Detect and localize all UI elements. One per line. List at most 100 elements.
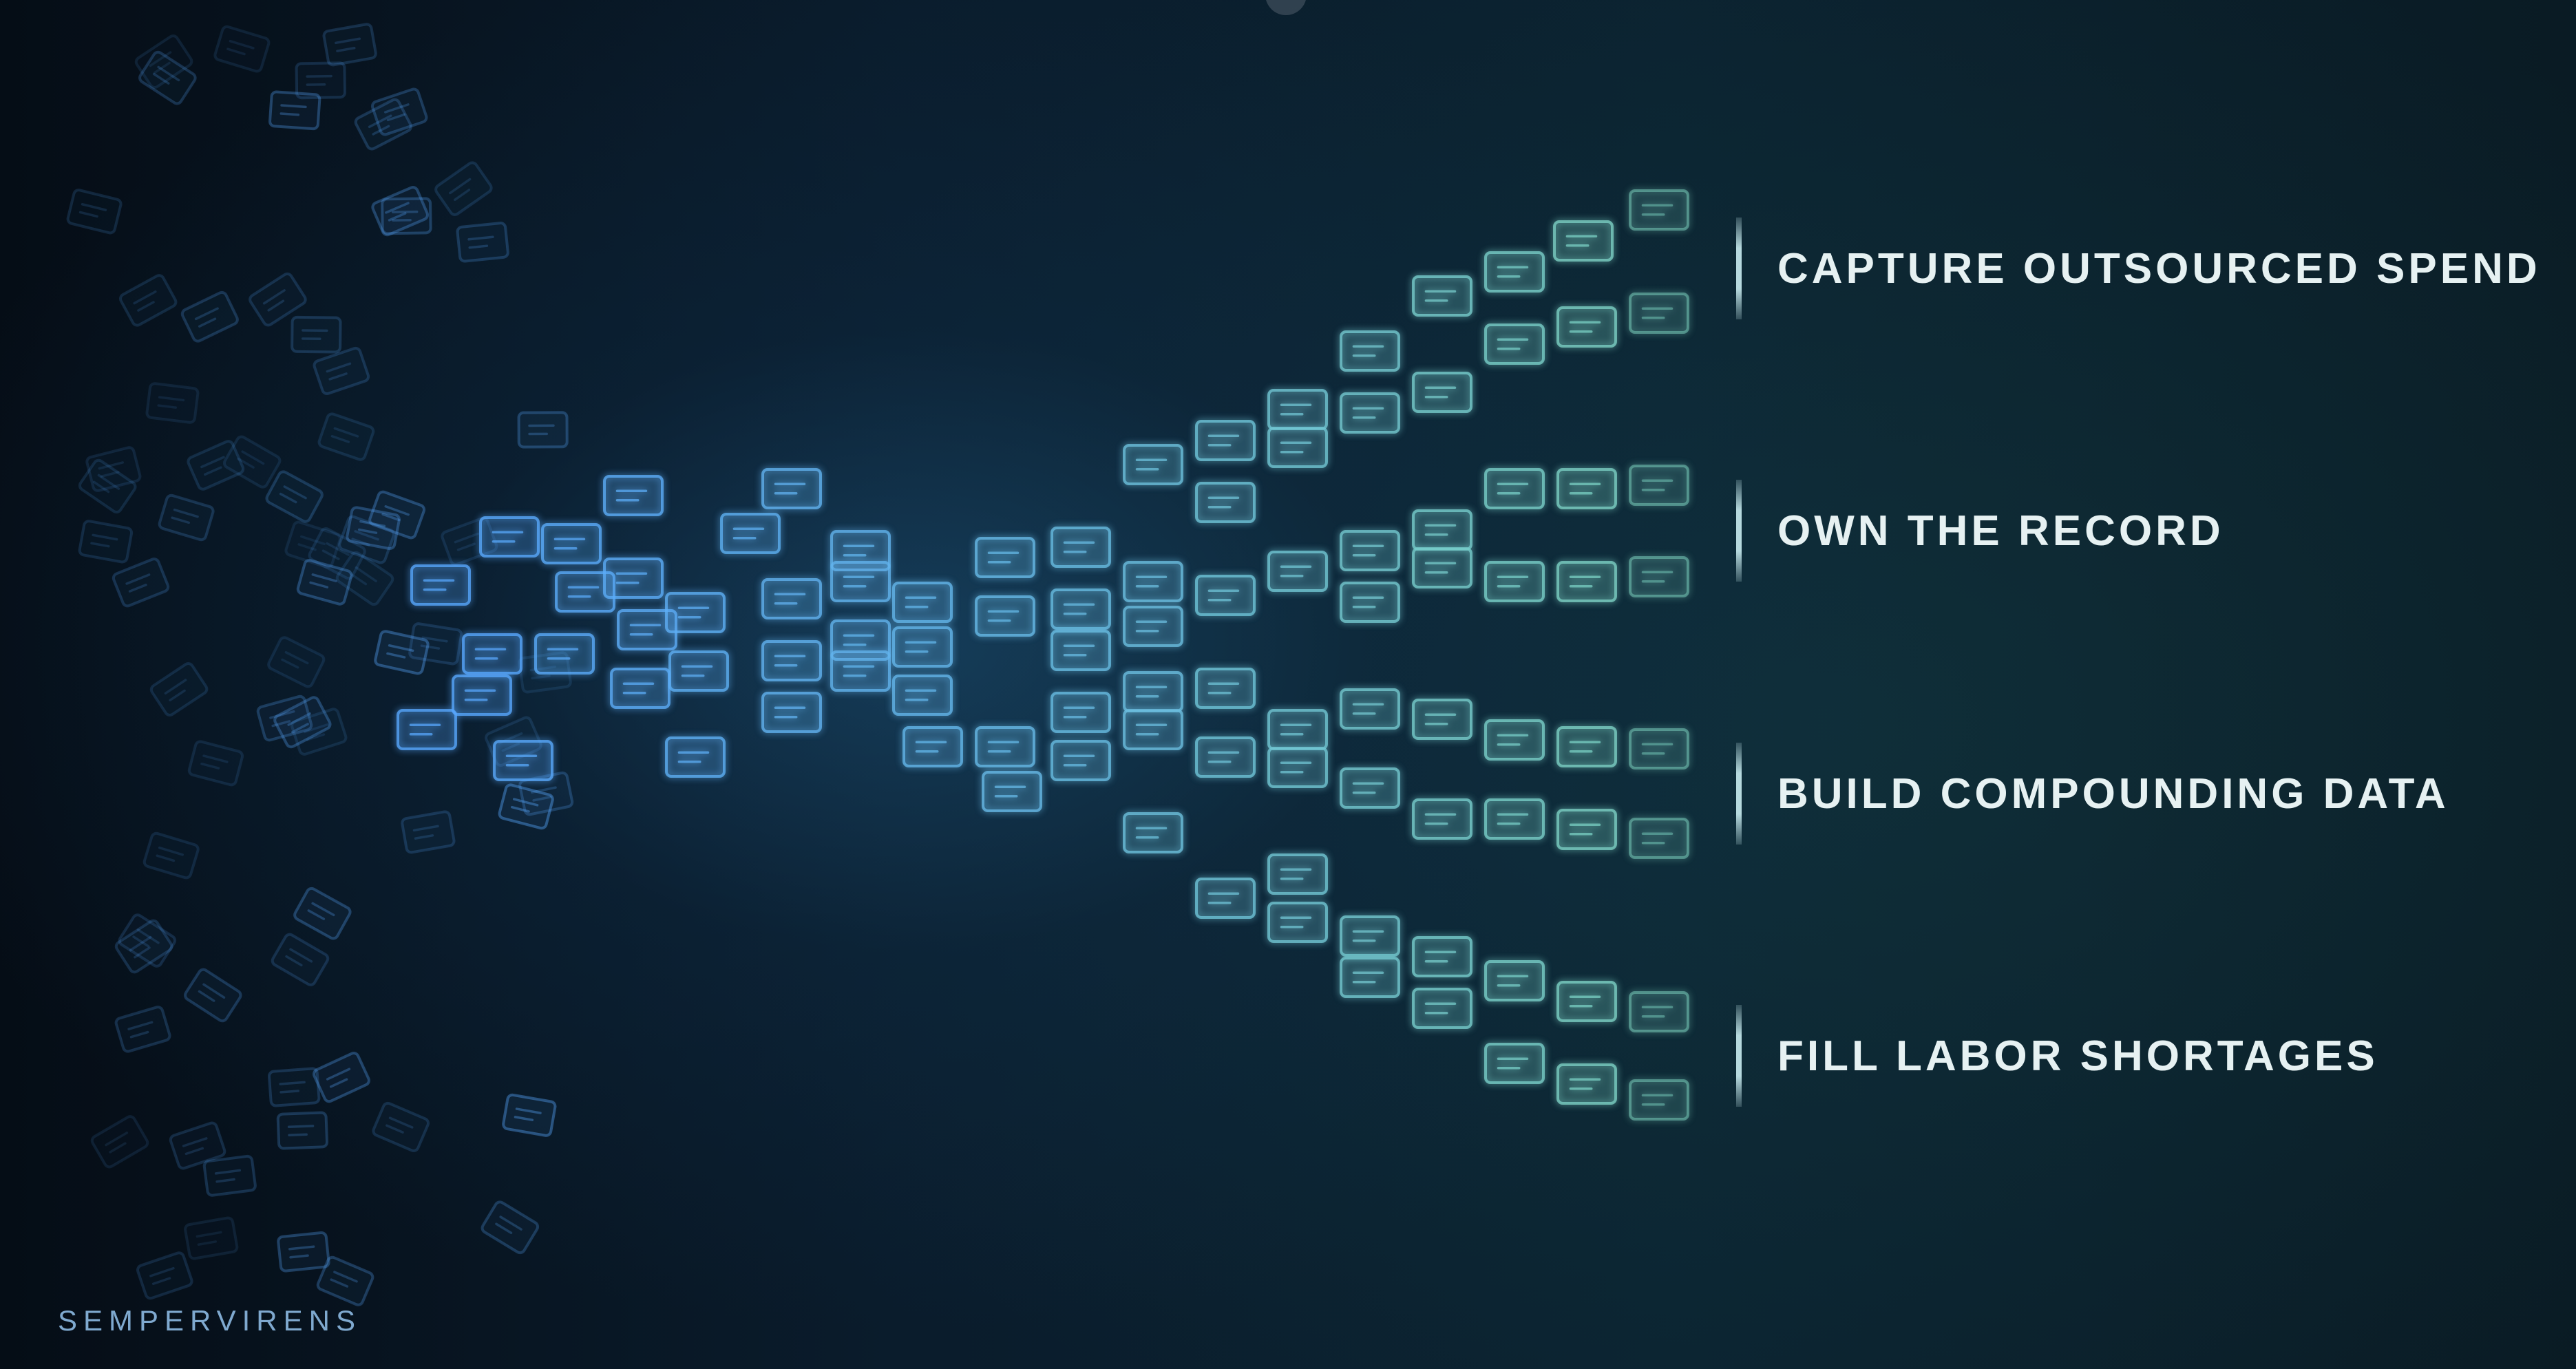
document-card xyxy=(277,1231,330,1273)
document-card xyxy=(1412,798,1472,840)
document-card xyxy=(761,640,822,681)
document-card xyxy=(1484,719,1545,761)
document-card xyxy=(346,506,401,551)
document-card xyxy=(555,571,615,613)
divider-bar xyxy=(1736,1005,1742,1107)
document-card xyxy=(1123,812,1183,853)
document-card xyxy=(1340,688,1400,730)
document-card xyxy=(267,1067,321,1107)
document-card xyxy=(158,494,215,542)
document-card xyxy=(1195,482,1256,523)
document-card xyxy=(184,1216,239,1260)
document-card xyxy=(1051,527,1111,568)
document-card xyxy=(892,626,953,668)
document-card xyxy=(1267,902,1328,943)
outcome-label-data: BUILD COMPOUNDING DATA xyxy=(1777,770,2449,818)
document-card xyxy=(293,887,352,940)
document-card xyxy=(502,1093,557,1137)
document-card xyxy=(317,412,375,461)
outcome-row-data: BUILD COMPOUNDING DATA xyxy=(1736,743,2449,845)
document-card xyxy=(381,197,432,235)
document-card xyxy=(1629,1079,1689,1121)
document-card xyxy=(85,446,142,492)
document-card xyxy=(1484,468,1545,509)
document-card xyxy=(1267,853,1328,895)
document-card xyxy=(114,919,173,974)
document-card xyxy=(1629,818,1689,859)
outcome-label-labor: FILL LABOR SHORTAGES xyxy=(1777,1032,2378,1080)
document-card xyxy=(1340,767,1400,809)
document-card xyxy=(1484,798,1545,840)
document-card xyxy=(136,1251,193,1300)
document-card xyxy=(273,696,332,749)
document-card xyxy=(1412,936,1472,977)
document-card xyxy=(368,490,426,540)
document-card xyxy=(761,468,822,509)
document-card xyxy=(1340,957,1400,998)
document-card xyxy=(1123,671,1183,712)
document-card xyxy=(149,662,209,717)
document-card xyxy=(1412,547,1472,588)
document-card xyxy=(145,382,200,424)
document-card xyxy=(187,740,244,787)
document-card xyxy=(610,668,671,709)
divider-bar xyxy=(1736,217,1742,319)
document-card xyxy=(1484,1043,1545,1084)
document-card xyxy=(518,771,574,816)
document-card xyxy=(1123,709,1183,750)
document-card xyxy=(308,527,366,580)
document-card xyxy=(1123,561,1183,602)
document-card xyxy=(761,692,822,733)
document-card xyxy=(90,1115,149,1169)
document-card xyxy=(1340,915,1400,957)
document-card xyxy=(78,458,137,514)
document-card xyxy=(1629,991,1689,1032)
document-card xyxy=(1484,561,1545,602)
document-card xyxy=(338,515,396,564)
document-card xyxy=(1340,330,1400,372)
document-card xyxy=(617,609,677,650)
document-cards xyxy=(397,189,1689,1121)
document-card xyxy=(1267,709,1328,750)
document-card xyxy=(112,558,170,608)
document-card xyxy=(1267,551,1328,592)
document-card xyxy=(249,272,307,327)
document-card xyxy=(267,636,326,688)
document-card xyxy=(1556,468,1617,509)
document-card xyxy=(1629,556,1689,597)
document-card xyxy=(761,578,822,619)
document-card xyxy=(1267,389,1328,430)
document-card xyxy=(1051,588,1111,630)
document-card xyxy=(668,650,729,692)
document-card xyxy=(1195,878,1256,919)
document-card xyxy=(1412,988,1472,1029)
document-card xyxy=(720,513,781,554)
document-card xyxy=(975,726,1035,767)
document-card xyxy=(284,520,341,569)
document-card xyxy=(114,1006,171,1053)
document-card xyxy=(372,1101,430,1152)
top-indicator-dot xyxy=(1265,0,1307,15)
document-card xyxy=(354,98,412,151)
document-card xyxy=(982,771,1042,812)
outcome-row-capture: CAPTURE OUTSOURCED SPEND xyxy=(1736,217,2541,319)
document-card xyxy=(1556,809,1617,850)
document-card xyxy=(1051,630,1111,671)
document-card xyxy=(479,516,540,558)
document-card xyxy=(1484,251,1545,293)
document-card xyxy=(66,189,123,235)
document-card xyxy=(481,1200,540,1255)
document-card xyxy=(1484,960,1545,1001)
document-card xyxy=(975,537,1035,578)
document-card xyxy=(1195,575,1256,616)
brand-wordmark: SEMPERVIRENS xyxy=(58,1304,361,1337)
outcome-row-labor: FILL LABOR SHORTAGES xyxy=(1736,1005,2378,1107)
document-card xyxy=(830,530,891,571)
document-card xyxy=(291,708,348,756)
document-card xyxy=(1412,509,1472,551)
document-card xyxy=(541,523,602,564)
document-card xyxy=(1412,275,1472,317)
document-card xyxy=(1629,728,1689,770)
document-card xyxy=(1556,1063,1617,1105)
